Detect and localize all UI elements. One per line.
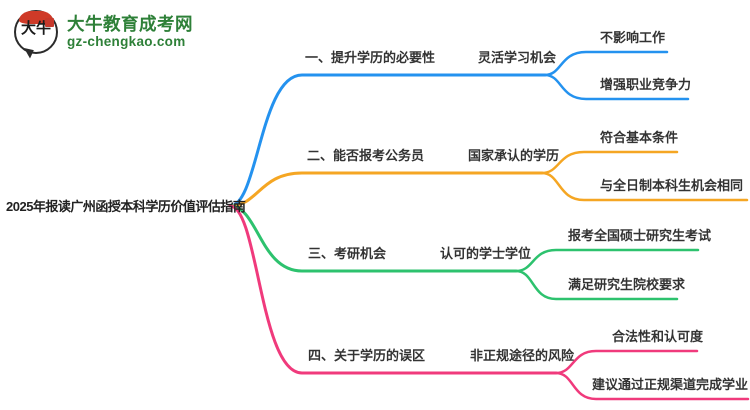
branch-3-child-1-label: 报考全国硕士研究生考试: [568, 228, 712, 243]
branch-2-child-2-line: [540, 171, 749, 202]
branch-4-child-2-label: 建议通过正规渠道完成学业: [592, 377, 749, 392]
branch-3-sub-label: 认可的学士学位: [440, 246, 532, 261]
branch-4-child-1-line: [554, 349, 699, 375]
branch-2-child-2-label: 与全日制本科生机会相同: [600, 178, 744, 193]
branch-4-line: [228, 204, 558, 375]
logo-bubble-icon: 大牛: [14, 10, 58, 59]
logo-bubble-tail: [22, 48, 34, 59]
branch-2-child-1-line: [540, 150, 679, 175]
branch-4-label: 四、关于学历的误区: [308, 348, 426, 363]
branch-4-sub-label: 非正规途径的风险: [470, 348, 575, 363]
branch-2-label: 二、能否报考公务员: [307, 148, 425, 163]
logo-red-arc: [19, 11, 53, 24]
site-domain: gz-chengkao.com: [67, 34, 186, 50]
branch-1-child-1-line: [543, 50, 669, 77]
branch-2-line: [228, 171, 544, 208]
branch-1-child-1-label: 不影响工作: [600, 30, 666, 45]
branch-1-child-2-label: 增强职业竞争力: [600, 77, 692, 92]
site-name: 大牛教育成考网: [67, 14, 193, 35]
branch-4-child-1-label: 合法性和认可度: [612, 329, 704, 344]
branch-1-sub-label: 灵活学习机会: [478, 50, 557, 65]
branch-1-child-2-line: [543, 73, 690, 101]
branch-3-child-2-label: 满足研究生院校要求: [568, 277, 686, 292]
branch-1-line: [228, 73, 547, 208]
mindmap-root-title: 2025年报读广州函授本科学历价值评估指南: [6, 199, 246, 214]
branch-2-sub-label: 国家承认的学历: [468, 148, 560, 163]
branch-3-child-2-line: [514, 269, 679, 301]
site-logo[interactable]: 大牛 大牛教育成考网 gz-chengkao.com: [14, 10, 193, 59]
branch-3-line: [228, 204, 518, 273]
branch-2-child-1-label: 符合基本条件: [600, 130, 679, 145]
branch-3-label: 三、考研机会: [308, 246, 387, 261]
branch-4-child-2-line: [554, 371, 750, 401]
branch-3-child-1-line: [514, 248, 700, 273]
branch-1-label: 一、提升学历的必要性: [305, 50, 436, 65]
logo-mark-text: 大牛: [20, 20, 51, 37]
logo-seal-icon: [45, 18, 54, 27]
